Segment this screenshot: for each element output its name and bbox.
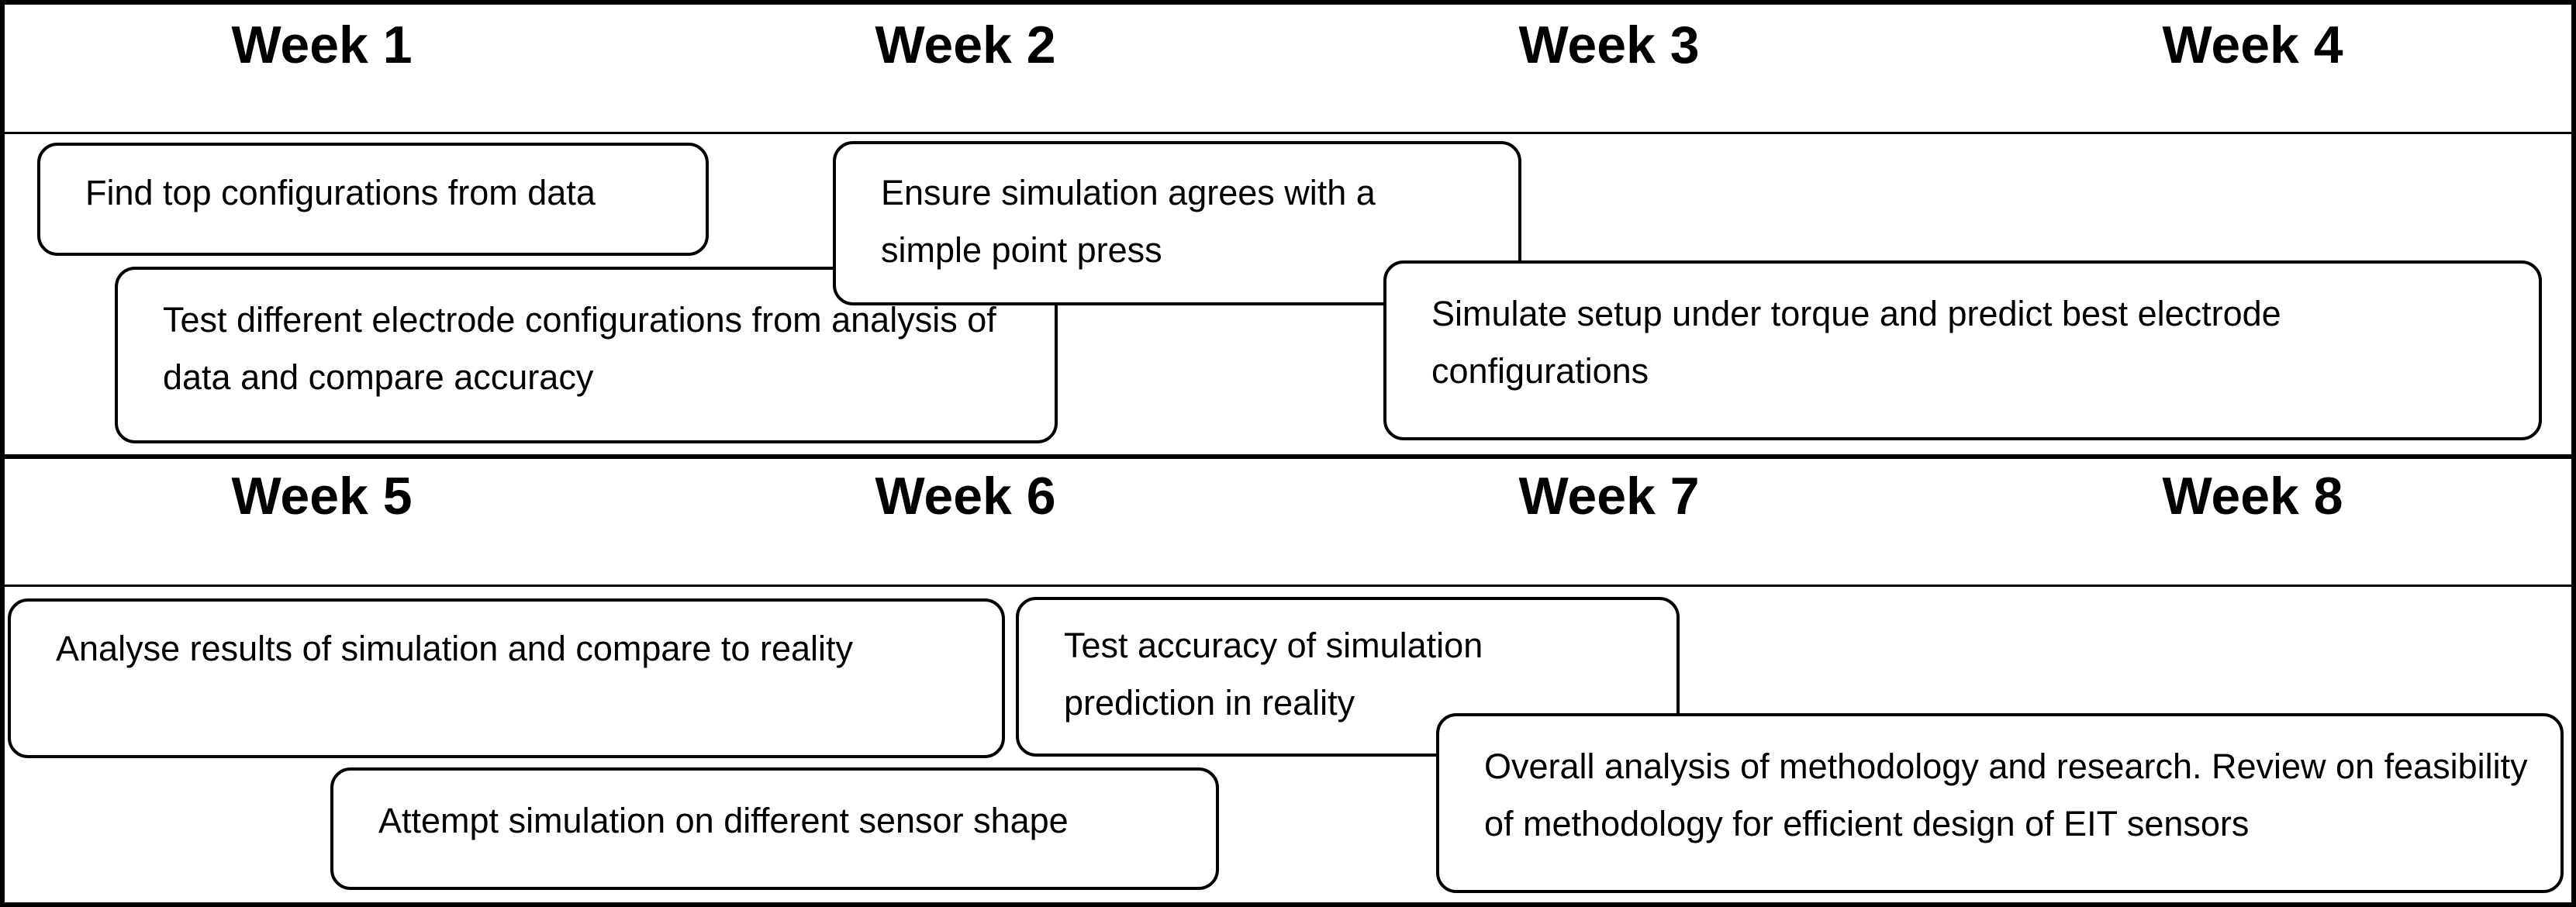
weeks-5-8-panel <box>0 454 2576 907</box>
header-divider <box>0 585 2576 587</box>
week-6-label: Week 6 <box>875 467 1056 526</box>
week-8-label: Week 8 <box>2162 467 2343 526</box>
task-box: Analyse results of simulation and compar… <box>8 598 1005 758</box>
week-2-label: Week 2 <box>875 16 1056 74</box>
header-divider <box>0 132 2576 134</box>
task-box: Find top configurations from data <box>37 143 709 256</box>
week-4-label: Week 4 <box>2162 16 2343 74</box>
task-box: Test accuracy of simulation prediction i… <box>1016 597 1680 757</box>
weeks-1-4-panel <box>0 0 2576 454</box>
task-box: Attempt simulation on different sensor s… <box>330 767 1219 890</box>
week-3-label: Week 3 <box>1518 16 1700 74</box>
week-5-label: Week 5 <box>231 467 413 526</box>
task-box: Simulate setup under torque and predict … <box>1383 260 2542 440</box>
week-1-label: Week 1 <box>231 16 413 74</box>
week-7-label: Week 7 <box>1518 467 1700 526</box>
task-box: Overall analysis of methodology and rese… <box>1436 713 2564 893</box>
